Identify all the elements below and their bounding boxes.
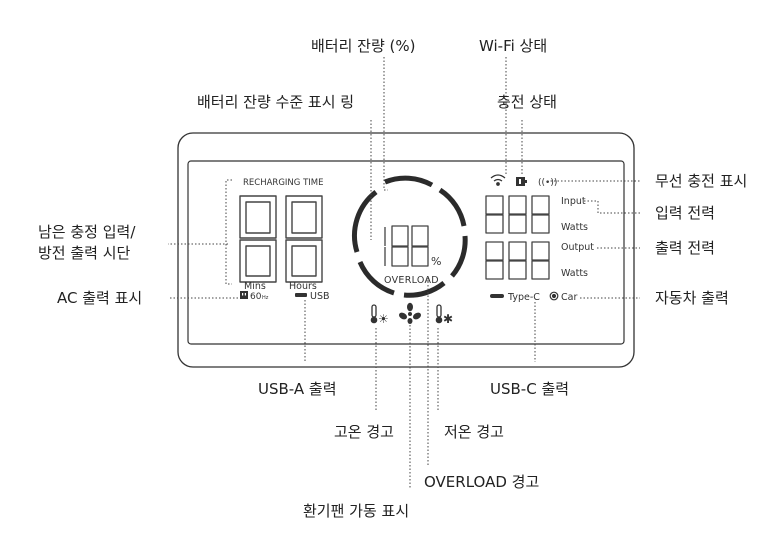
car-label: Car (561, 292, 577, 303)
input-digits (485, 195, 550, 234)
display-screen (187, 160, 625, 345)
output-label: Output (561, 242, 594, 253)
overload-label: OVERLOAD (384, 275, 439, 286)
svg-text:✱: ✱ (443, 312, 453, 326)
battery-ring (352, 175, 468, 298)
charging-icon (516, 177, 527, 186)
callout-low-temp: 저온 경고 (444, 423, 504, 441)
svg-text:((•)): ((•)) (538, 178, 557, 188)
low-temp-icon: ✱ (435, 304, 453, 326)
typec-label: Type-C (507, 292, 540, 303)
output-watts-label: Watts (561, 268, 588, 279)
recharging-time-label: RECHARGING TIME (243, 178, 323, 188)
callout-high-temp: 고온 경고 (334, 423, 394, 441)
callout-usba-output: USB-A 출력 (258, 380, 337, 398)
usb-label: USB (310, 291, 330, 302)
callout-battery-ring: 배터리 잔량 수준 표시 링 (197, 93, 354, 111)
callout-output-power: 출력 전력 (655, 239, 715, 257)
callout-remaining-time-1: 남은 충정 입력/ (38, 223, 136, 241)
callout-wifi-status: Wi-Fi 상태 (479, 37, 547, 55)
high-temp-icon: ☀ (370, 304, 389, 326)
input-label: Input (561, 196, 586, 207)
callout-charging-status: 충전 상태 (497, 93, 557, 111)
time-bracket (225, 179, 232, 285)
wireless-charging-icon: ((•)) (538, 178, 557, 188)
callout-remaining-time-2: 방전 출력 시단 (38, 244, 131, 262)
hz-unit: Hz (262, 295, 269, 301)
usb-port-icon (295, 293, 307, 297)
ac-outlet-icon (240, 291, 248, 299)
hours-label: Hours (289, 281, 317, 292)
mins-label: Mins (244, 281, 266, 292)
callout-ac-output: AC 출력 표시 (57, 289, 142, 307)
time-digit-1 (239, 195, 277, 283)
typec-port-icon (490, 294, 504, 298)
percent-sign: % (431, 255, 441, 268)
car-port-icon (549, 291, 559, 301)
output-digits (485, 241, 550, 280)
callout-wireless-charging: 무선 충전 표시 (655, 172, 747, 190)
display-frame (177, 132, 635, 368)
svg-text:☀: ☀ (378, 312, 389, 326)
callout-input-power: 입력 전력 (655, 204, 715, 222)
callout-car-output: 자동차 출력 (655, 289, 729, 307)
leader-lines (168, 57, 640, 488)
wifi-icon (490, 174, 506, 186)
fan-icon (398, 302, 422, 324)
callout-overload-warning: OVERLOAD 경고 (424, 473, 539, 491)
hz-value: 60 (250, 292, 262, 302)
callout-usbc-output: USB-C 출력 (490, 380, 569, 398)
callout-fan-indicator: 환기팬 가동 표시 (303, 502, 409, 520)
callout-battery-percent: 배터리 잔량 (%) (311, 37, 416, 55)
input-watts-label: Watts (561, 222, 588, 233)
battery-percent-digits (384, 225, 429, 267)
time-digit-2 (285, 195, 323, 283)
